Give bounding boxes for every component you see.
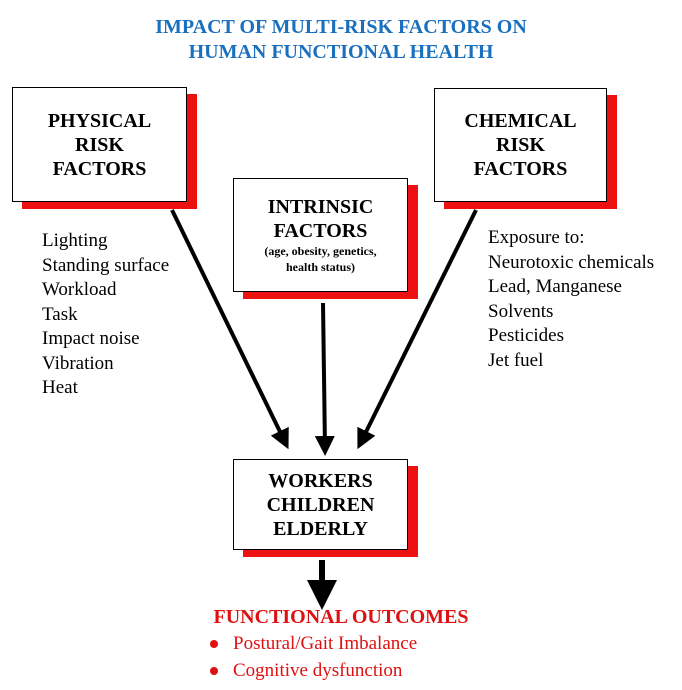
intrinsic-box-sub-1: (age, obesity, genetics, — [264, 244, 377, 258]
chemical-risk-list: Exposure to: Neurotoxic chemicals Lead, … — [488, 226, 654, 373]
diagram-title-line-1: IMPACT OF MULTI-RISK FACTORS ON — [155, 16, 527, 38]
intrinsic-box-line-2: FACTORS — [273, 220, 368, 242]
arrow-physical-to-population — [170, 209, 289, 450]
list-item: Vibration — [42, 352, 114, 374]
physical-box-line-2: RISK — [75, 133, 124, 156]
physical-box-line-3: FACTORS — [52, 157, 147, 180]
intrinsic-box-sub-2: health status) — [285, 260, 355, 274]
intrinsic-box-line-1: INTRINSIC — [267, 196, 374, 218]
intrinsic-factors-box: INTRINSIC FACTORS (age, obesity, genetic… — [233, 178, 408, 292]
population-box-line-1: WORKERS — [268, 469, 373, 492]
population-box-line-3: ELDERLY — [273, 517, 368, 540]
list-item: Lead, Manganese — [488, 276, 622, 297]
arrow-chemical-to-population — [357, 209, 478, 450]
outcome-item: Postural/Gait Imbalance — [210, 630, 417, 657]
outcome-item-label: Cognitive dysfunction — [233, 660, 403, 681]
physical-box-line-1: PHYSICAL — [47, 109, 152, 132]
chemical-box-line-1: CHEMICAL — [464, 110, 577, 132]
list-item: Workload — [42, 279, 117, 300]
outcomes-list: Postural/Gait Imbalance Cognitive dysfun… — [210, 630, 417, 684]
physical-risk-list: Lighting Standing surface Workload Task … — [42, 229, 169, 401]
outcome-item-label: Postural/Gait Imbalance — [233, 633, 418, 654]
list-item: Impact noise — [42, 328, 140, 349]
list-item: Solvents — [488, 300, 554, 322]
list-item: Standing surface — [42, 254, 170, 276]
list-item: Jet fuel — [488, 349, 544, 371]
outcomes-title: FUNCTIONAL OUTCOMES — [213, 606, 469, 628]
list-item: Exposure to: — [488, 227, 585, 248]
list-item: Lighting — [42, 230, 108, 251]
chemical-box-line-2: RISK — [496, 134, 545, 156]
outcome-item: Cognitive dysfunction — [210, 657, 417, 684]
population-box: WORKERS CHILDREN ELDERLY — [233, 459, 408, 550]
list-item: Pesticides — [488, 325, 564, 346]
population-box-line-2: CHILDREN — [266, 493, 375, 516]
chemical-box-line-3: FACTORS — [473, 158, 568, 180]
list-item: Neurotoxic chemicals — [488, 251, 655, 273]
bullet-icon — [210, 666, 218, 675]
list-item: Heat — [42, 377, 78, 398]
list-item: Task — [42, 303, 78, 325]
chemical-risk-box: CHEMICAL RISK FACTORS — [434, 88, 607, 202]
diagram-title-line-2: HUMAN FUNCTIONAL HEALTH — [188, 41, 494, 63]
physical-risk-box: PHYSICAL RISK FACTORS — [12, 87, 187, 202]
arrow-intrinsic-to-population — [314, 302, 335, 456]
bullet-icon — [210, 639, 218, 648]
